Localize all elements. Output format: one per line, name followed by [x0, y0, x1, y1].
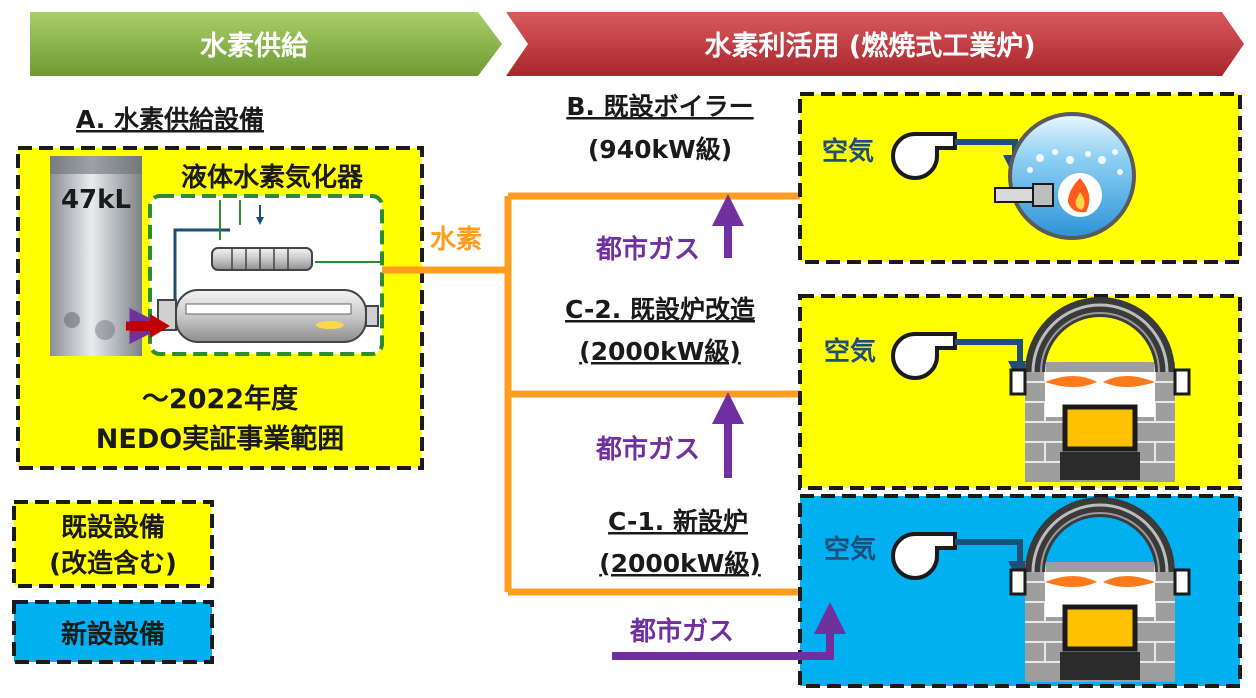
- furnace-new-city-gas-arrow: [612, 602, 846, 660]
- hydrogen-label: 水素: [430, 225, 482, 255]
- legend-new-swatch: [12, 600, 214, 664]
- furnace-mod-capacity: (2000kW級): [579, 337, 741, 366]
- boiler-title: B. 既設ボイラー: [566, 92, 753, 121]
- furnace-mod-city-gas-label: 都市ガス: [595, 434, 700, 465]
- furnace-new-air-label: 空気: [824, 534, 876, 565]
- boiler-illustration: [994, 112, 1136, 240]
- furnace-mod-title: C-2. 既設炉改造: [565, 295, 755, 324]
- furnace-mod-air-label: 空気: [824, 336, 876, 367]
- legend-new-label: 新設設備: [61, 619, 165, 650]
- scope-project: NEDO実証事業範囲: [96, 423, 344, 455]
- legend-existing-swatch: [12, 500, 214, 588]
- vaporizer-illustration: [126, 200, 382, 344]
- furnace-new-city-gas-label: 都市ガス: [629, 616, 734, 647]
- boiler-air-label: 空気: [822, 136, 874, 167]
- vaporizer-label: 液体水素気化器: [181, 162, 364, 193]
- use-banner-label: 水素利活用 (燃焼式工業炉): [704, 31, 1035, 62]
- furnace-new-air-duct: [955, 539, 1032, 585]
- use-banner: [506, 12, 1244, 76]
- supply-banner: [30, 12, 502, 76]
- supply-banner-label: 水素供給: [200, 30, 309, 62]
- tank-capacity-label: 47kL: [61, 185, 131, 215]
- furnace-mod-air-duct: [955, 339, 1032, 385]
- legend-existing-label-1: 既設設備: [61, 512, 165, 543]
- supply-section-title: A. 水素供給設備: [76, 105, 264, 134]
- furnace-new-title: C-1. 新設炉: [608, 507, 748, 536]
- boiler-capacity: (940kW級): [588, 135, 732, 164]
- scope-year: ～2022年度: [142, 383, 298, 415]
- furnace-new-capacity: (2000kW級): [599, 549, 761, 578]
- legend-existing-label-2: (改造含む): [49, 548, 177, 579]
- boiler-city-gas-label: 都市ガス: [595, 234, 700, 265]
